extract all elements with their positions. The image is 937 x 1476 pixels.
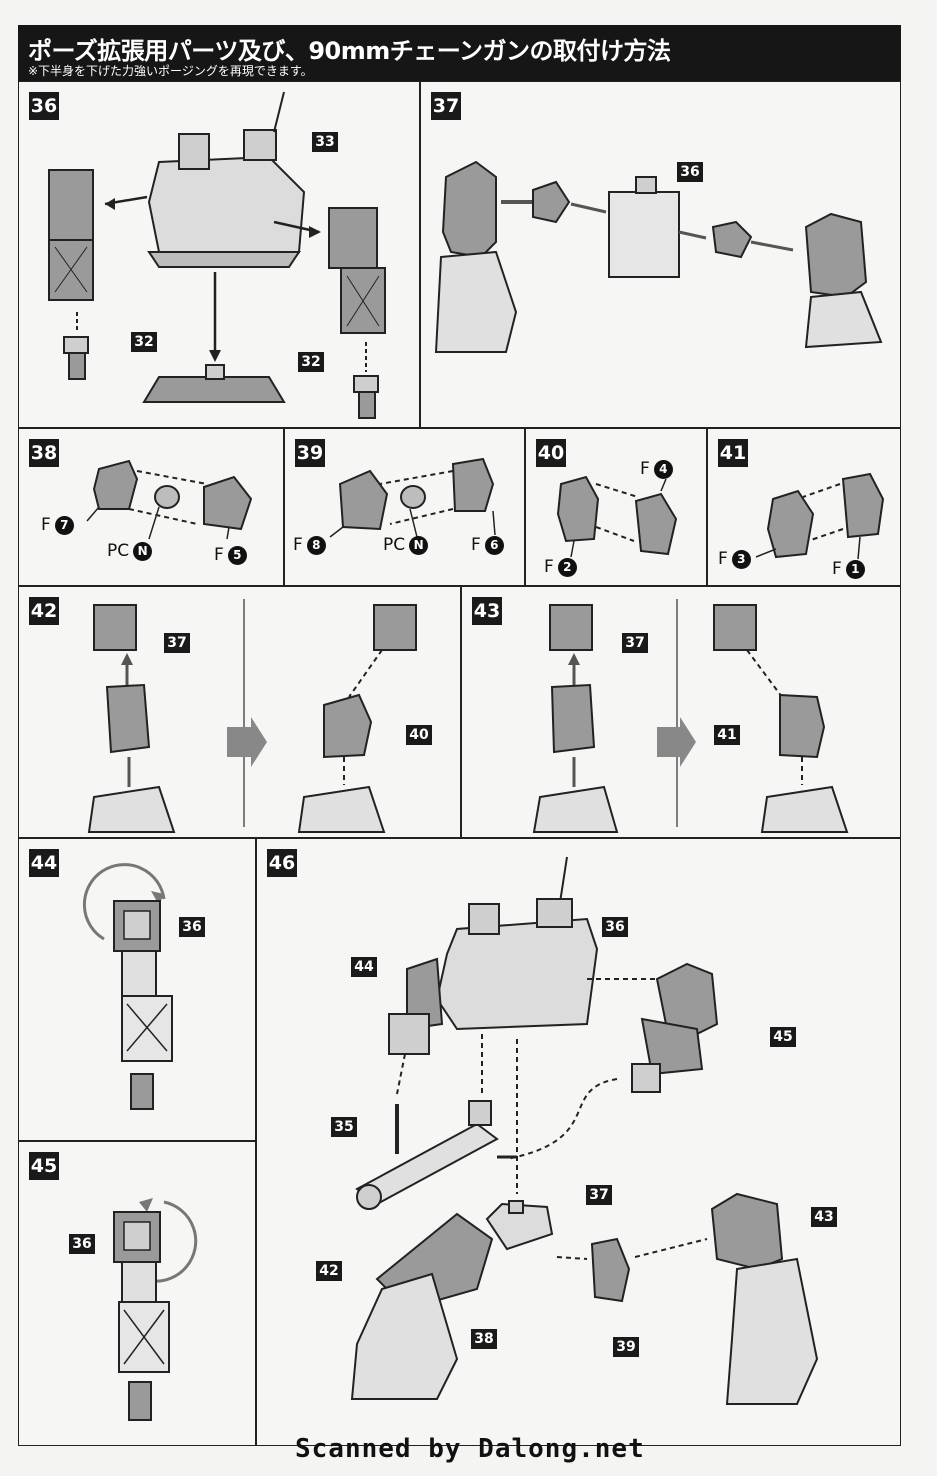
step-43-illustration [532,599,849,833]
step-40-illustration [556,475,678,558]
part-tag-37: 37 [622,633,648,653]
page-title: ポーズ拡張用パーツ及び、90mmチェーンガンの取付け方法 [28,37,671,65]
step-38-illustration [86,459,253,540]
step-number: 41 [718,439,748,467]
step-number: 37 [431,92,461,120]
part-tag-32: 32 [131,332,157,352]
part-tag-41: 41 [714,725,740,745]
part-tag-36: 36 [677,162,703,182]
step-45-panel: 45 36 [18,1141,256,1446]
step-number: 46 [267,849,297,877]
step-number: 36 [29,92,59,120]
part-tag-32: 32 [298,352,324,372]
step-number: 43 [472,597,502,625]
step-37-illustration [434,160,883,353]
instruction-header: ポーズ拡張用パーツ及び、90mmチェーンガンの取付け方法 ※下半身を下げた力強い… [18,25,901,81]
step-41-illustration [755,472,885,560]
part-tag-44: 44 [351,957,377,977]
scan-credit: Scanned by Dalong.net [295,1434,645,1464]
step-45-illustration [113,1198,198,1421]
step-46-illustration [350,856,819,1405]
part-tag-37: 37 [586,1185,612,1205]
page-subtitle: ※下半身を下げた力強いポージングを再現できます。 [28,64,313,78]
step-43-panel: 43 37 41 [461,586,901,838]
step-number: 45 [29,1152,59,1180]
step-39-illustration [329,457,496,538]
part-tag-35: 35 [331,1117,357,1137]
part-tag-36: 36 [602,917,628,937]
part-tag-39: 39 [613,1337,639,1357]
part-tag-38: 38 [471,1329,497,1349]
part-tag-42: 42 [316,1261,342,1281]
step-37-panel: 37 36 [420,81,901,428]
step-36-illustration [48,91,386,419]
part-tag-40: 40 [406,725,432,745]
part-tag-33: 33 [312,132,338,152]
step-36-panel: 36 33 32 32 [18,81,420,428]
step-number: 38 [29,439,59,467]
step-42-panel: 42 37 40 [18,586,461,838]
part-tag-37: 37 [164,633,190,653]
step-number: 40 [536,439,566,467]
part-tag-43: 43 [811,1207,837,1227]
step-44-panel: 44 36 [18,838,256,1141]
step-42-illustration [87,599,417,833]
step-number: 39 [295,439,325,467]
step-44-illustration [82,863,173,1110]
part-tag-45: 45 [770,1027,796,1047]
step-46-panel: 46 36 44 [256,838,901,1446]
step-number: 42 [29,597,59,625]
step-number: 44 [29,849,59,877]
part-tag-36: 36 [179,917,205,937]
part-tag-36: 36 [69,1234,95,1254]
